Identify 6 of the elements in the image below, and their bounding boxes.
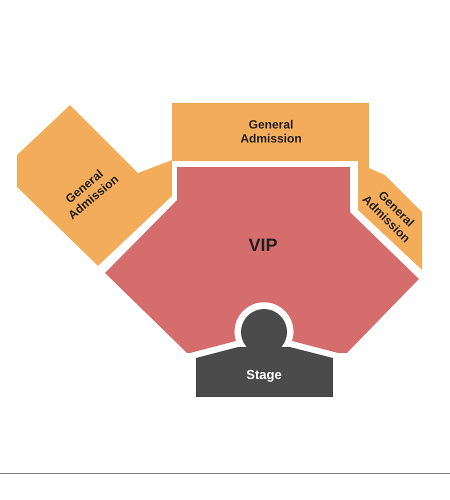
stage-label: Stage bbox=[246, 367, 282, 383]
section-label: General Admission bbox=[240, 118, 302, 146]
seating-section bbox=[172, 103, 369, 161]
stage-area bbox=[196, 309, 333, 397]
seating-section bbox=[17, 105, 172, 266]
section-label: VIP bbox=[248, 235, 278, 257]
